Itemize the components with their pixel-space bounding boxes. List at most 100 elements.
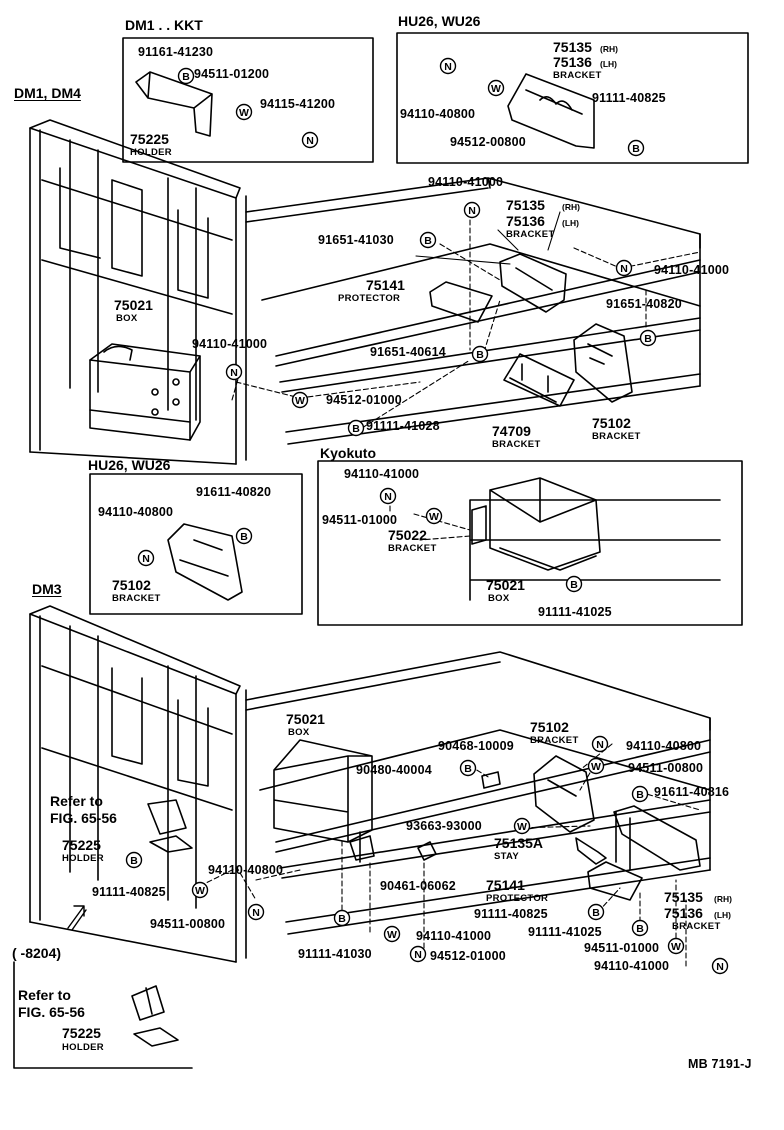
part-90480-40004-clip: [349, 831, 375, 863]
label-75102-c: 75102: [530, 719, 569, 735]
heading-kyokuto: Kyokuto: [320, 445, 376, 461]
protector-75141-lower: [587, 861, 643, 901]
label-94110-41000-e: 94110-41000: [594, 959, 670, 973]
label-94511-01000-a: 94511-01000: [322, 513, 398, 527]
part-90468-10009: [481, 771, 501, 789]
label-75021-c: 75021: [286, 711, 325, 727]
bracket-75102-inset: [167, 523, 243, 601]
heading-date-range: ( -8204): [12, 945, 62, 961]
caption-holder-b: HOLDER: [62, 853, 104, 864]
bracket-75135-upper: [499, 253, 567, 313]
label-91611-40816: 91611-40816: [654, 785, 730, 799]
label-91111-41028: 91111-41028: [366, 419, 440, 433]
label-91111-40825-c: 91111-40825: [474, 907, 548, 921]
label-93663-93000: 93663-93000: [406, 819, 482, 833]
label-75225-c: 75225: [62, 1025, 101, 1041]
caption-bracket-c: BRACKET: [492, 439, 541, 450]
label-94511-01000-b: 94511-01000: [584, 941, 660, 955]
heading-hu26-mid: HU26, WU26: [88, 457, 171, 473]
label-75102-b: 75102: [112, 577, 151, 593]
bracket-75135-lower: [613, 805, 701, 871]
label-94110-40800-b: 94110-40800: [98, 505, 174, 519]
protector-75141-upper: [429, 281, 493, 323]
caption-stay: STAY: [494, 851, 519, 862]
label-91651-41030: 91651-41030: [318, 233, 394, 247]
text-refer-to-a: Refer to: [50, 793, 103, 809]
caption-bracket-d: BRACKET: [592, 431, 641, 442]
bracket-75102-upper: [573, 323, 633, 403]
caption-bracket-e: BRACKET: [112, 593, 161, 604]
truck-bed-lower: [29, 605, 711, 963]
caption-protector-b: PROTECTOR: [486, 893, 549, 904]
caption-holder-c: HOLDER: [62, 1042, 104, 1053]
part-90461-06062: [417, 841, 437, 861]
text-refer-to-b: Refer to: [18, 987, 71, 1003]
caption-bracket-b: BRACKET: [506, 229, 555, 240]
caption-bracket-a: BRACKET: [553, 70, 602, 81]
label-75102-a: 75102: [592, 415, 631, 431]
label-91111-41025-b: 91111-41025: [528, 925, 602, 939]
solid-leaders: [415, 211, 561, 265]
label-91651-40614: 91651-40614: [370, 345, 446, 359]
label-91111-40825-b: 91111-40825: [92, 885, 166, 899]
label-94110-40800-c: 94110-40800: [626, 739, 702, 753]
suffix-lh-a: (LH): [600, 59, 617, 69]
caption-protector-a: PROTECTOR: [338, 293, 401, 304]
truck-bed-upper: [29, 119, 701, 465]
catalog-id: MB 7191-J: [688, 1057, 752, 1071]
inset-box-hu26-mid: [89, 473, 303, 615]
box-75021-lower: [273, 739, 373, 843]
caption-bracket-h: BRACKET: [672, 921, 721, 932]
direction-arrow: [67, 905, 87, 931]
leader-lines-upper: [231, 219, 701, 429]
label-94110-41000-f: 94110-41000: [416, 929, 492, 943]
label-90461-06062: 90461-06062: [380, 879, 456, 893]
label-94110-41000-b: 94110-41000: [654, 263, 730, 277]
label-75141-b: 75141: [486, 877, 525, 893]
label-91111-41030: 91111-41030: [298, 947, 372, 961]
label-94512-01000-a: 94512-01000: [326, 393, 402, 407]
label-94511-00800-a: 94511-00800: [628, 761, 704, 775]
label-74709: 74709: [492, 423, 531, 439]
label-94110-40800-a: 94110-40800: [400, 107, 476, 121]
label-94512-01000-b: 94512-01000: [430, 949, 506, 963]
inset-box-date-range: [13, 961, 193, 1069]
suffix-rh-c: (RH): [714, 894, 732, 904]
label-75136-a: 75136: [553, 54, 592, 70]
label-94110-40800-d: 94110-40800: [208, 863, 284, 877]
heading-dm3: DM3: [32, 581, 62, 597]
stay-75135a: [575, 837, 607, 865]
text-fig-65-56-a: FIG. 65-56: [50, 810, 117, 826]
label-75225-b: 75225: [62, 837, 101, 853]
caption-box-c: BOX: [288, 727, 310, 738]
caption-box-a: BOX: [116, 313, 138, 324]
bracket-75102-lower: [533, 755, 595, 833]
inset-box-kyokuto: [317, 460, 743, 626]
label-91111-41025-a: 91111-41025: [538, 605, 612, 619]
label-91111-40825-a: 91111-40825: [592, 91, 666, 105]
inset-box-dm1-kkt: [122, 37, 374, 163]
kyokuto-assembly: [469, 477, 721, 601]
label-94110-41000-c: 94110-41000: [192, 337, 268, 351]
caption-bracket-g: BRACKET: [530, 735, 579, 746]
label-75135-c: 75135: [664, 889, 703, 905]
suffix-lh-b: (LH): [562, 218, 579, 228]
label-94511-00800-b: 94511-00800: [150, 917, 226, 931]
suffix-lh-c: (LH): [714, 910, 731, 920]
box-75021-upper: [89, 343, 201, 441]
label-75135-a: 75135: [553, 39, 592, 55]
label-75136-b: 75136: [506, 213, 545, 229]
label-94512-00800: 94512-00800: [450, 135, 526, 149]
label-75225-a: 75225: [130, 131, 169, 147]
label-75135a: 75135A: [494, 835, 544, 851]
label-94115-41200: 94115-41200: [260, 97, 336, 111]
text-fig-65-56-b: FIG. 65-56: [18, 1004, 85, 1020]
caption-holder-a: HOLDER: [130, 147, 172, 158]
label-94110-41000-d: 94110-41000: [344, 467, 420, 481]
inset-box-hu26-top: [396, 32, 749, 164]
label-90480-40004: 90480-40004: [356, 763, 432, 777]
suffix-rh-a: (RH): [600, 44, 618, 54]
holder-75225-lower: [149, 835, 193, 853]
heading-dm1-kkt: DM1 . . KKT: [125, 17, 203, 33]
